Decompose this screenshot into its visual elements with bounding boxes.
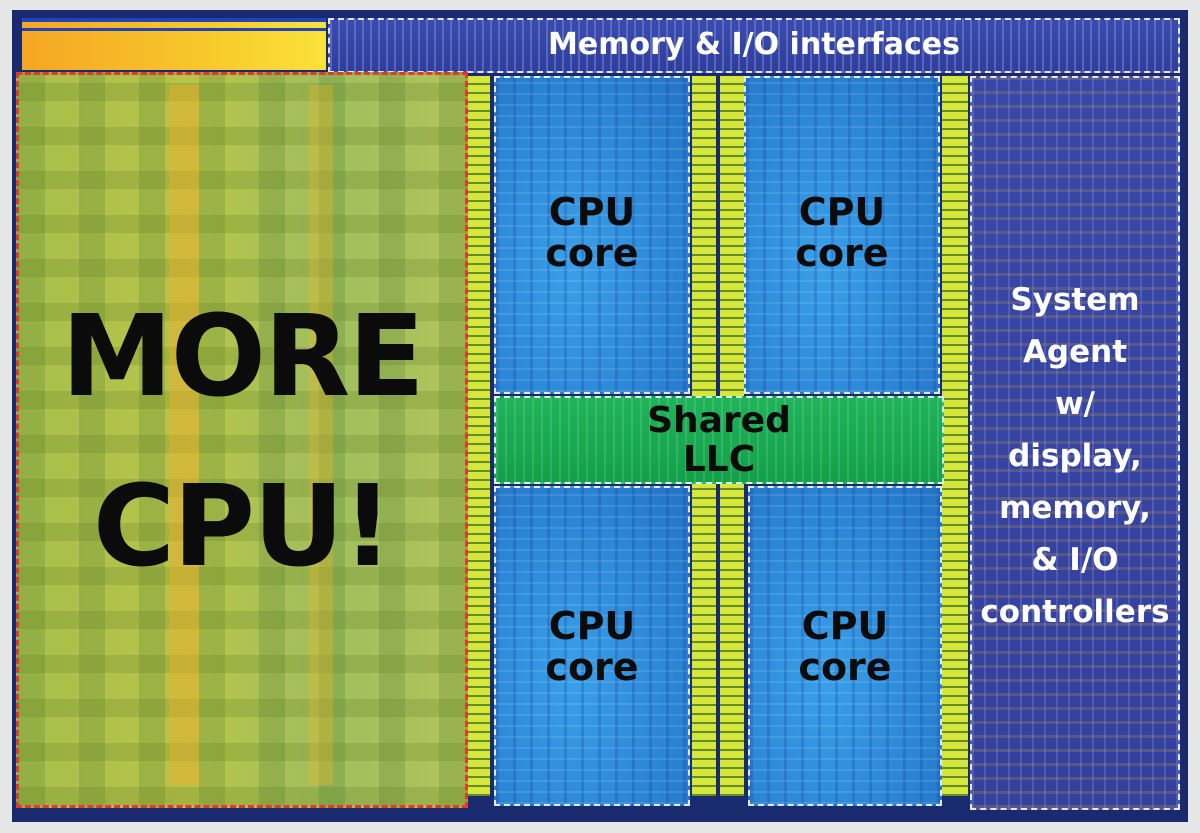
interconnect-bar bbox=[942, 76, 968, 796]
system-agent-label: System Agent w/ display, memory, & I/O c… bbox=[980, 282, 1170, 630]
system-agent-region: System Agent w/ display, memory, & I/O c… bbox=[970, 76, 1180, 810]
more-cpu-region: MORE CPU! bbox=[16, 72, 468, 808]
orange-stripe bbox=[169, 85, 199, 785]
memory-io-region: Memory & I/O interfaces bbox=[328, 18, 1180, 73]
top-left-block bbox=[22, 18, 326, 70]
more-cpu-label-line2: CPU! bbox=[92, 462, 393, 592]
orange-stripe bbox=[309, 85, 333, 785]
more-cpu-label-line1: MORE bbox=[61, 292, 424, 422]
interconnect-bar bbox=[468, 76, 490, 796]
memory-io-label: Memory & I/O interfaces bbox=[548, 27, 960, 62]
